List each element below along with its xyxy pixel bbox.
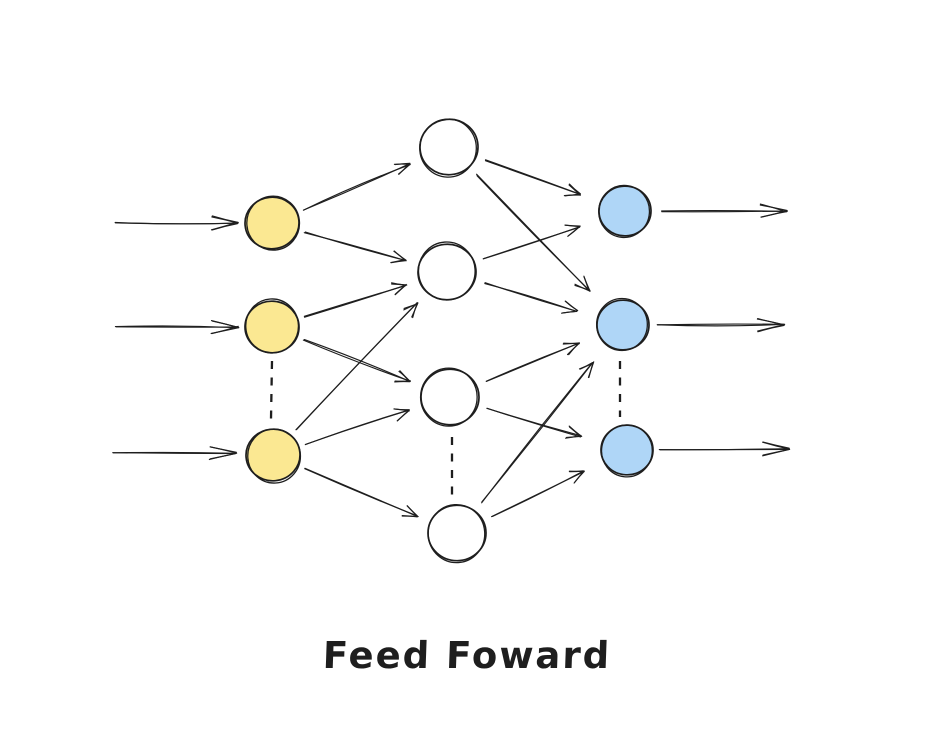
connection-arrow [304,467,419,518]
hidden-node [419,118,479,178]
connection-arrow [491,470,585,518]
input-arrow [114,215,239,231]
output-node [600,424,654,478]
connection-arrow [302,162,411,211]
hidden-node [417,241,477,301]
input-node [245,428,302,484]
output-arrow [656,318,786,333]
connection-arrow [303,231,407,264]
connection-arrow [295,302,419,431]
connection-arrow [476,173,591,292]
output-node [595,297,650,352]
connection-arrow [482,224,581,260]
hidden-node [427,503,487,564]
connection-arrow [481,361,595,504]
diagram-title: Feed Foward [322,634,612,677]
hidden-node [419,367,480,427]
ellipsis-dashed-line [269,360,274,420]
connection-arrow [303,282,408,318]
output-node [598,184,652,239]
input-arrow [112,446,238,461]
connection-arrow [486,407,583,439]
output-arrow [661,203,788,218]
connection-arrow [304,408,410,446]
connection-arrow [484,282,579,314]
connection-arrow [485,342,581,382]
output-arrow [658,441,791,457]
input-arrow [114,319,240,335]
input-node [244,298,300,354]
input-node [244,195,301,251]
connection-arrow [484,159,581,197]
connection-arrow [302,338,411,383]
